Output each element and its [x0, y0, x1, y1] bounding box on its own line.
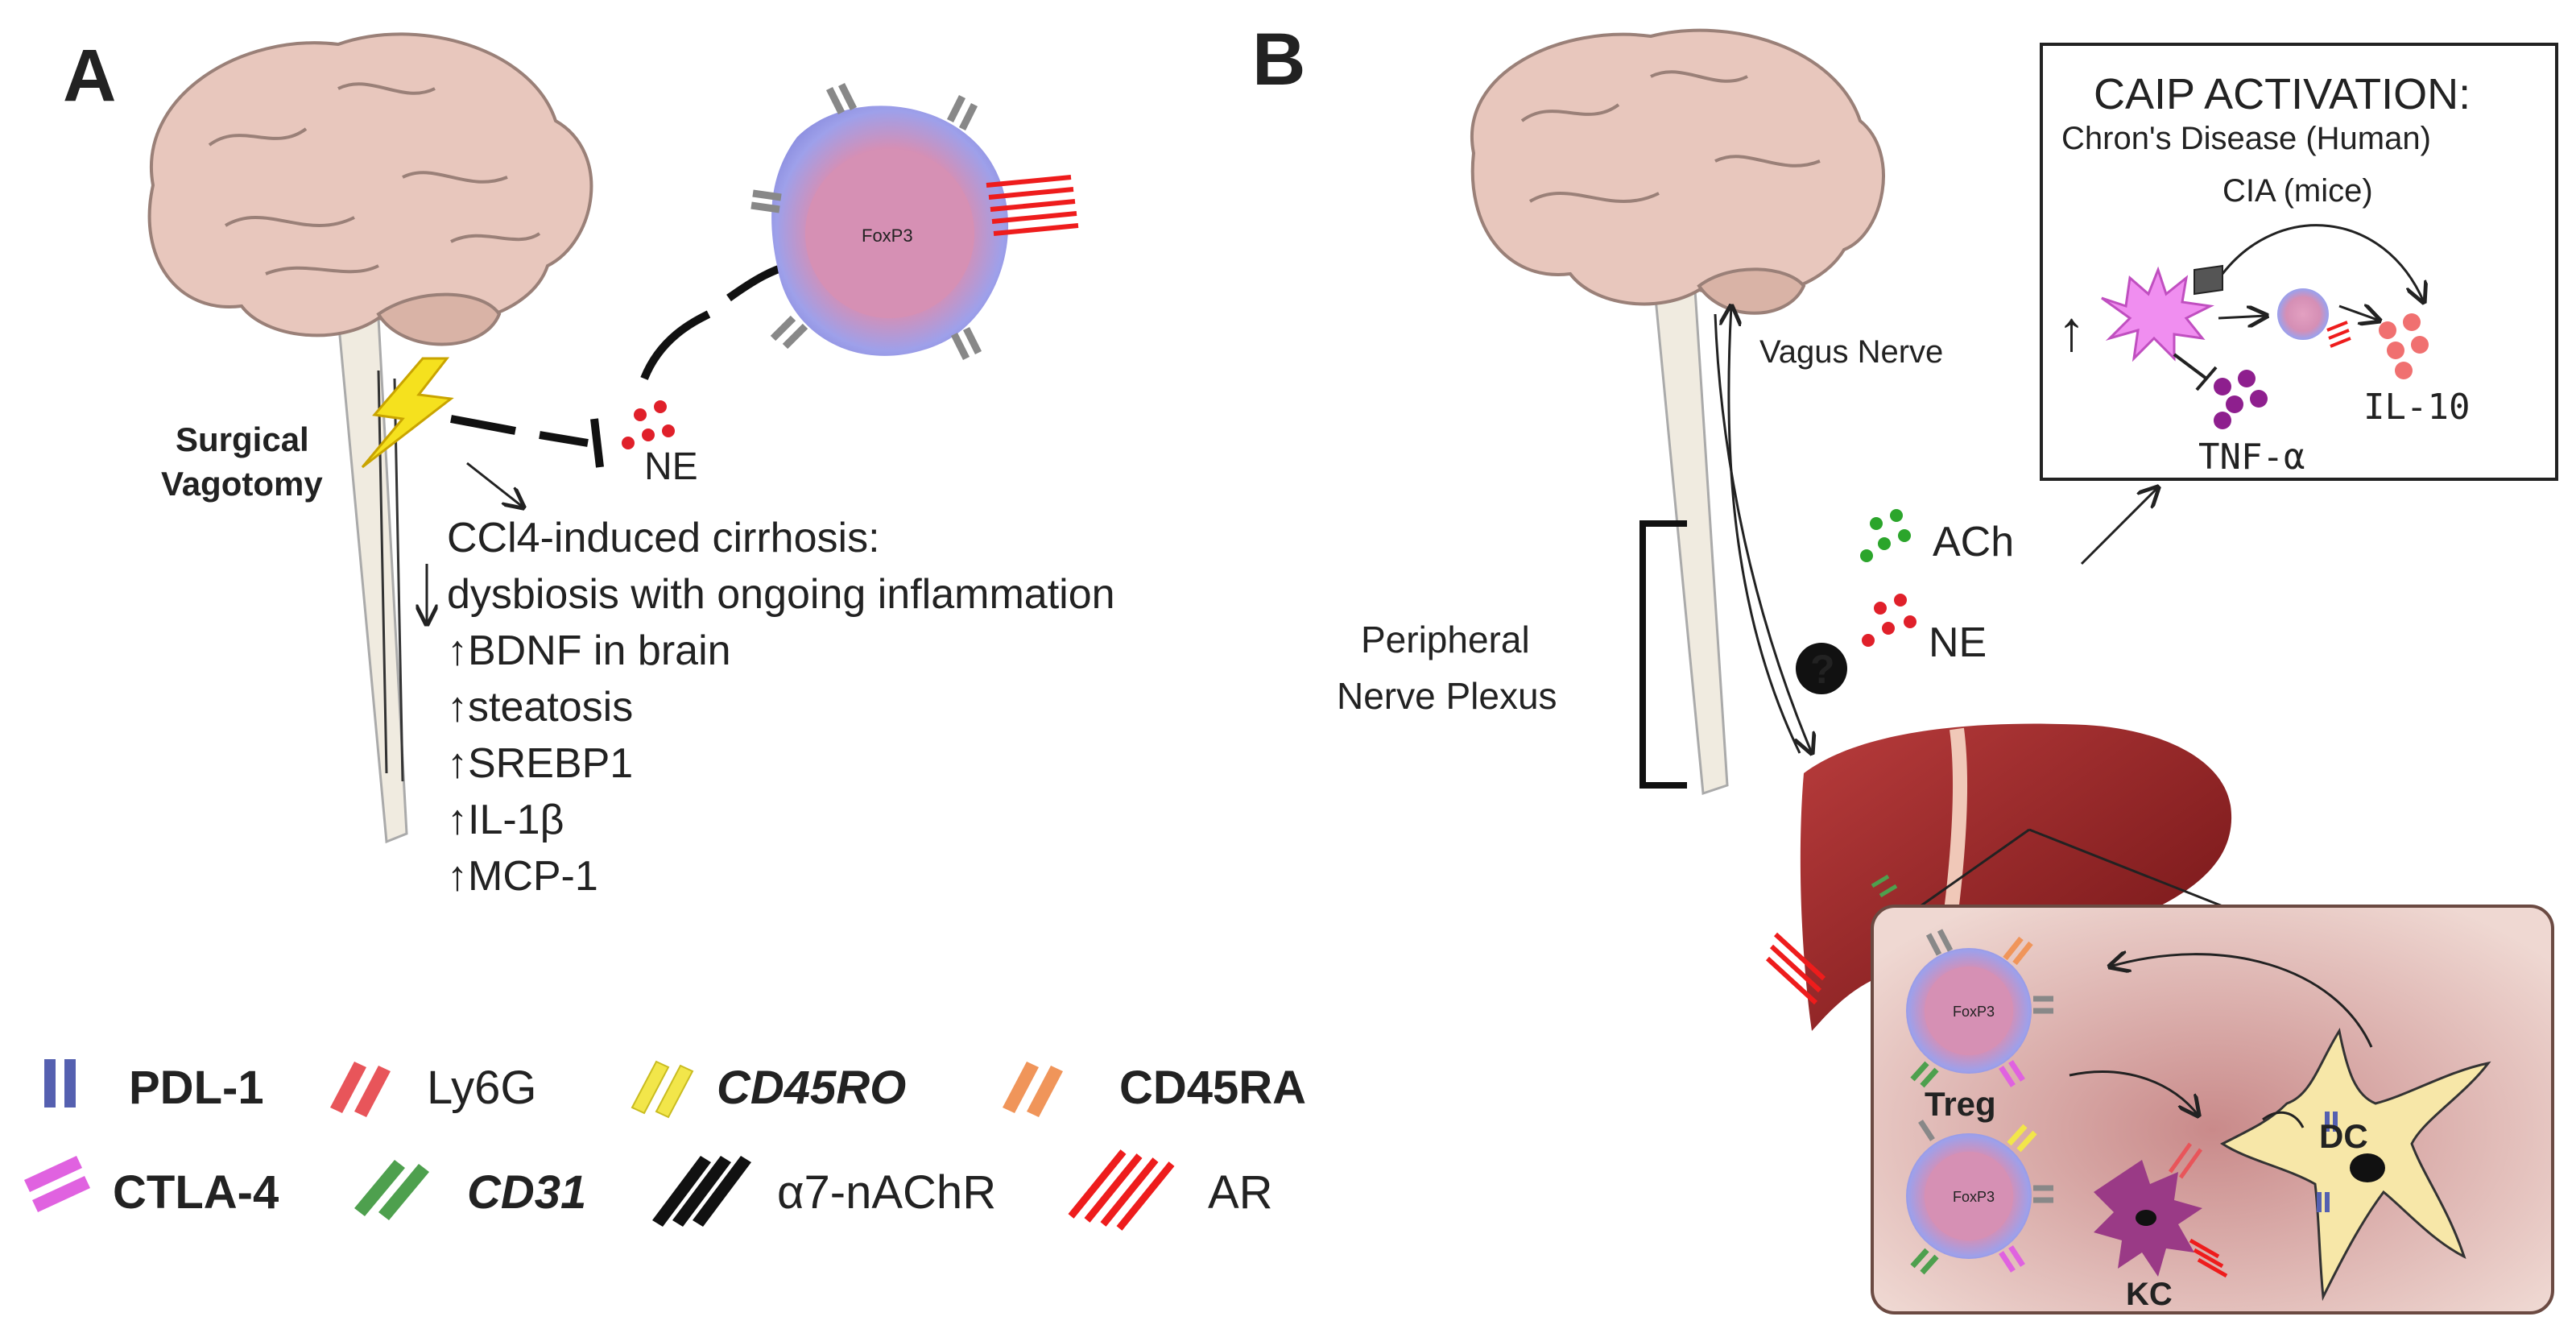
zoom-line-right — [2028, 828, 2223, 908]
inhibit-bar-vagotomy — [590, 418, 604, 468]
brain-b-icon — [1470, 28, 1885, 315]
caip-line3: CIA (mice) — [2222, 173, 2373, 209]
ne-dots-a — [622, 400, 675, 449]
caip-box: CAIP ACTIVATION: Chron's Disease (Human)… — [2040, 43, 2558, 481]
caip-dc-icon — [2101, 264, 2223, 362]
legend-cd45ra: CD45RA — [1003, 1062, 1306, 1117]
vagus-label: Vagus Nerve — [1759, 334, 1943, 370]
tnf-dots — [2214, 370, 2268, 429]
svg-text:Ly6G: Ly6G — [427, 1062, 536, 1114]
legend: PDL-1 Ly6G CD45RO CD45RA CTLA-4 CD31 α7-… — [24, 1059, 1306, 1231]
legend-cd31: CD31 — [354, 1160, 586, 1220]
legend-ar: AR — [1068, 1149, 1273, 1231]
foxp3-label-a: FoxP3 — [862, 226, 913, 246]
svg-text:FoxP3: FoxP3 — [1953, 1004, 1995, 1020]
inset-arrow-dc-connect — [2262, 1111, 2305, 1128]
treg-label: Treg — [1925, 1085, 1996, 1123]
spinal-cord-b — [1653, 288, 1729, 796]
svg-text:CD45RA: CD45RA — [1119, 1062, 1306, 1114]
arrow-to-effects — [466, 462, 523, 507]
ach-dots — [1860, 509, 1911, 562]
panel-a-label: A — [63, 35, 116, 117]
inhibit-line-vagotomy — [450, 415, 589, 447]
inset-dc-icon — [2220, 1028, 2491, 1302]
inset-arrow-treg-to-kc — [2069, 1070, 2198, 1116]
legend-ly6g: Ly6G — [330, 1062, 536, 1117]
effect-2: ↑steatosis — [447, 684, 633, 731]
il10-dots — [2379, 313, 2429, 379]
legend-pdl1: PDL-1 — [44, 1059, 264, 1114]
question-mark-icon: ? — [1796, 643, 1847, 694]
effect-3: ↑SREBP1 — [447, 740, 633, 787]
svg-text:AR: AR — [1208, 1166, 1273, 1219]
svg-text:CTLA-4: CTLA-4 — [113, 1166, 279, 1219]
svg-text:FoxP3: FoxP3 — [1953, 1189, 1995, 1205]
caip-arrow-dc-treg — [2218, 316, 2267, 318]
inset-arrow-dc-to-treg — [2110, 954, 2373, 1048]
caip-arrow-treg-il10 — [2338, 306, 2380, 321]
il10-label: IL-10 — [2363, 387, 2470, 428]
effects-title: CCl4-induced cirrhosis: — [447, 515, 880, 561]
panel-b: B Vagus Nerve Peripheral Nerve Plexus AC… — [1252, 19, 2558, 1315]
inset-kc-icon — [2094, 1142, 2228, 1278]
svg-text:PDL-1: PDL-1 — [129, 1062, 264, 1114]
plexus-label-2: Nerve Plexus — [1337, 675, 1557, 717]
tnf-label: TNF-α — [2198, 437, 2305, 478]
lightning-icon — [361, 357, 454, 469]
arrow-to-caip — [2080, 487, 2158, 565]
legend-ctla4: CTLA-4 — [24, 1156, 279, 1219]
caip-title: CAIP ACTIVATION: — [2094, 70, 2471, 118]
effect-4: ↑IL-1β — [447, 797, 564, 843]
plexus-label-1: Peripheral — [1361, 619, 1530, 660]
svg-text:CD45RO: CD45RO — [717, 1062, 906, 1114]
caip-treg-icon — [2277, 288, 2351, 348]
panel-a: A Surgical Vagotomy NE FoxP3 — [63, 32, 1115, 900]
effect-1: ↑BDNF in brain — [447, 627, 731, 674]
panel-b-label: B — [1252, 19, 1305, 101]
inhibit-line-ne — [640, 262, 791, 380]
vagus-nerve-path-down — [1714, 313, 1812, 753]
ach-label: ACh — [1933, 519, 2014, 565]
effect-0: dysbiosis with ongoing inflammation — [447, 571, 1115, 618]
plexus-bracket — [1639, 520, 1687, 789]
liver-ar-receptor — [1765, 932, 1826, 1005]
legend-cd45ro: CD45RO — [631, 1060, 906, 1119]
svg-text:α7-nAChR: α7-nAChR — [777, 1166, 996, 1219]
ne-label-a: NE — [644, 445, 698, 488]
treg-cell-a-icon: FoxP3 — [750, 82, 1079, 361]
dc-label: DC — [2319, 1117, 2368, 1155]
vagus-nerve-path-up — [1729, 306, 1801, 754]
caip-inhibit-tnf — [2173, 353, 2218, 391]
inset-treg-1-icon: FoxP3 — [1906, 929, 2053, 1088]
brain-a-icon — [147, 32, 593, 346]
legend-a7nachr: α7-nAChR — [652, 1156, 996, 1227]
inset-treg-2-icon: FoxP3 — [1906, 1120, 2053, 1275]
surgical-label-2: Vagotomy — [161, 465, 323, 503]
nerve-lines-a — [377, 370, 404, 782]
surgical-label-1: Surgical — [176, 420, 309, 458]
kc-label: KC — [2126, 1277, 2173, 1312]
caip-line2: Chron's Disease (Human) — [2061, 121, 2431, 156]
ne-label-b: NE — [1929, 619, 1987, 666]
caip-arrow-dc-il10 — [2221, 224, 2424, 302]
svg-text:CD31: CD31 — [467, 1166, 586, 1219]
effect-5: ↑MCP-1 — [447, 853, 598, 900]
liver-inset: FoxP3 Treg FoxP3 — [1871, 905, 2554, 1315]
ne-dots-b — [1862, 594, 1916, 647]
svg-text:?: ? — [1810, 647, 1835, 692]
caip-up-arrow: ↑ — [2057, 300, 2086, 362]
